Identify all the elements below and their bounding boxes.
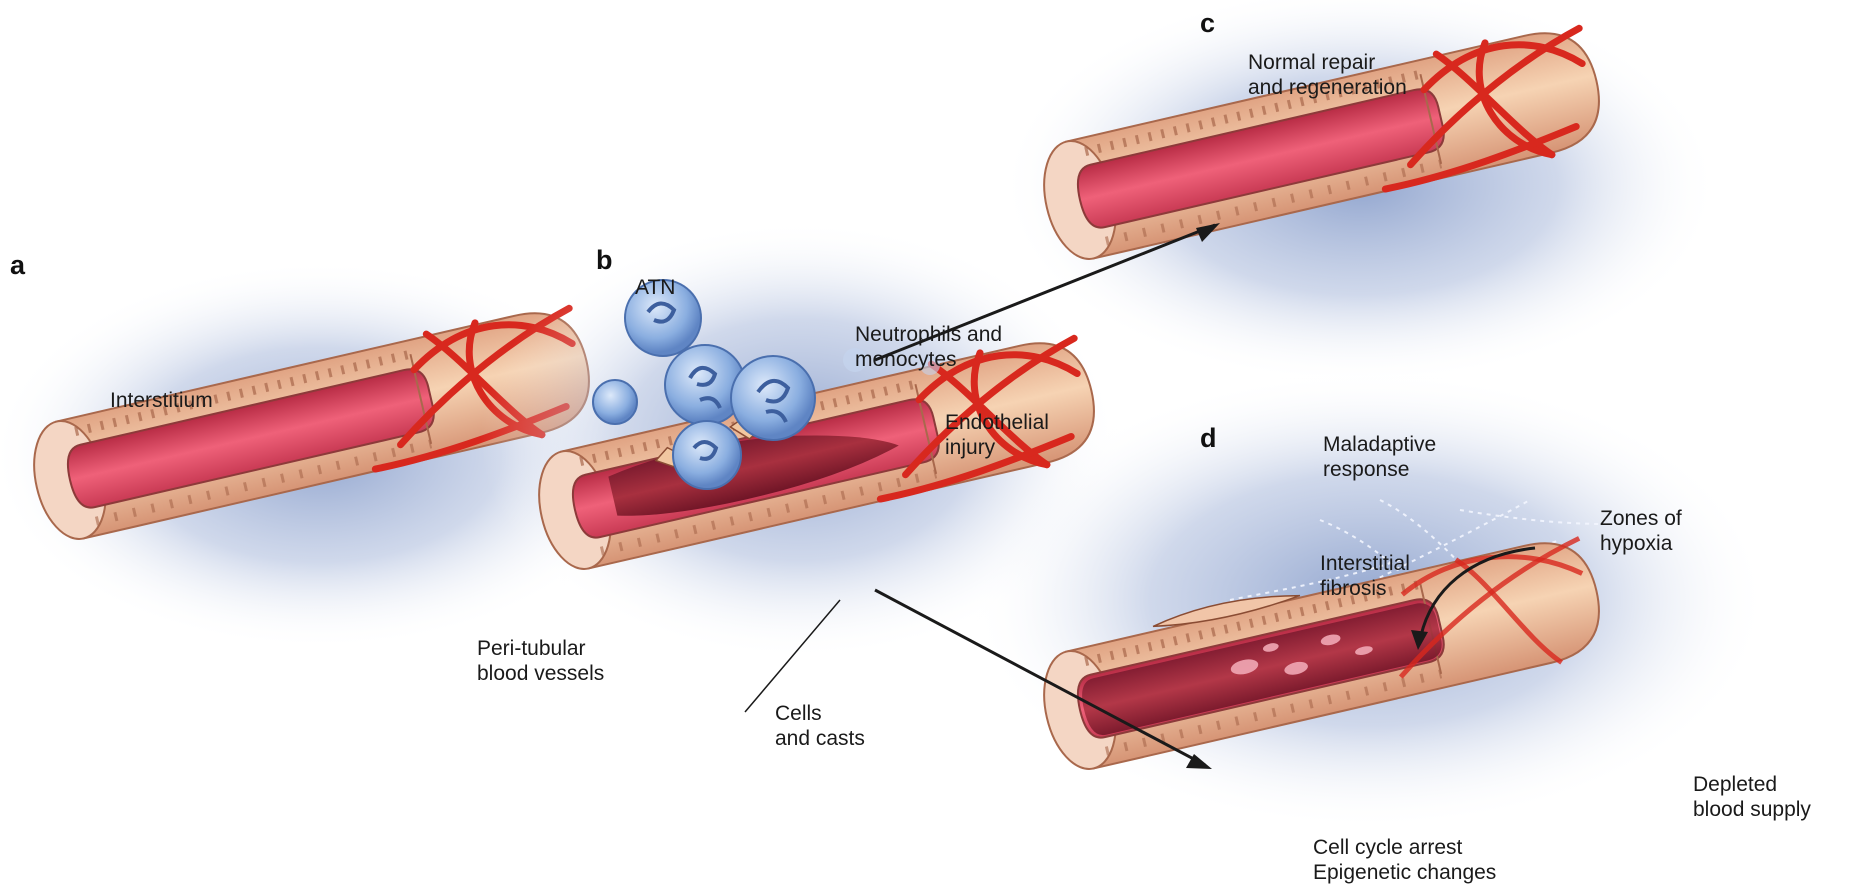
panel-a-letter: a [10, 250, 25, 281]
label-neutrophils-monocytes: Neutrophils and monocytes [855, 322, 1002, 372]
label-cells-and-casts: Cells and casts [775, 701, 865, 751]
label-endothelial-injury: Endothelial injury [945, 410, 1049, 460]
label-depleted-blood-supply: Depleted blood supply [1693, 772, 1811, 822]
panel-d-letter: d [1200, 423, 1217, 454]
label-interstitium: Interstitium [110, 388, 213, 413]
label-normal-repair: Normal repair and regeneration [1248, 50, 1407, 100]
label-atn: ATN [635, 275, 675, 300]
monocyte-cell [673, 421, 741, 489]
monocyte-cell [593, 380, 637, 424]
panel-c-letter: c [1200, 8, 1215, 39]
label-cell-cycle-arrest: Cell cycle arrest Epigenetic changes [1313, 835, 1496, 885]
label-maladaptive-response: Maladaptive response [1323, 432, 1436, 482]
label-zones-of-hypoxia: Zones of hypoxia [1600, 506, 1682, 556]
label-peri-tubular-vessels: Peri-tubular blood vessels [477, 636, 604, 686]
neutrophil-cell [731, 356, 815, 440]
panel-b-letter: b [596, 245, 613, 276]
label-interstitial-fibrosis: Interstitial fibrosis [1320, 551, 1410, 601]
